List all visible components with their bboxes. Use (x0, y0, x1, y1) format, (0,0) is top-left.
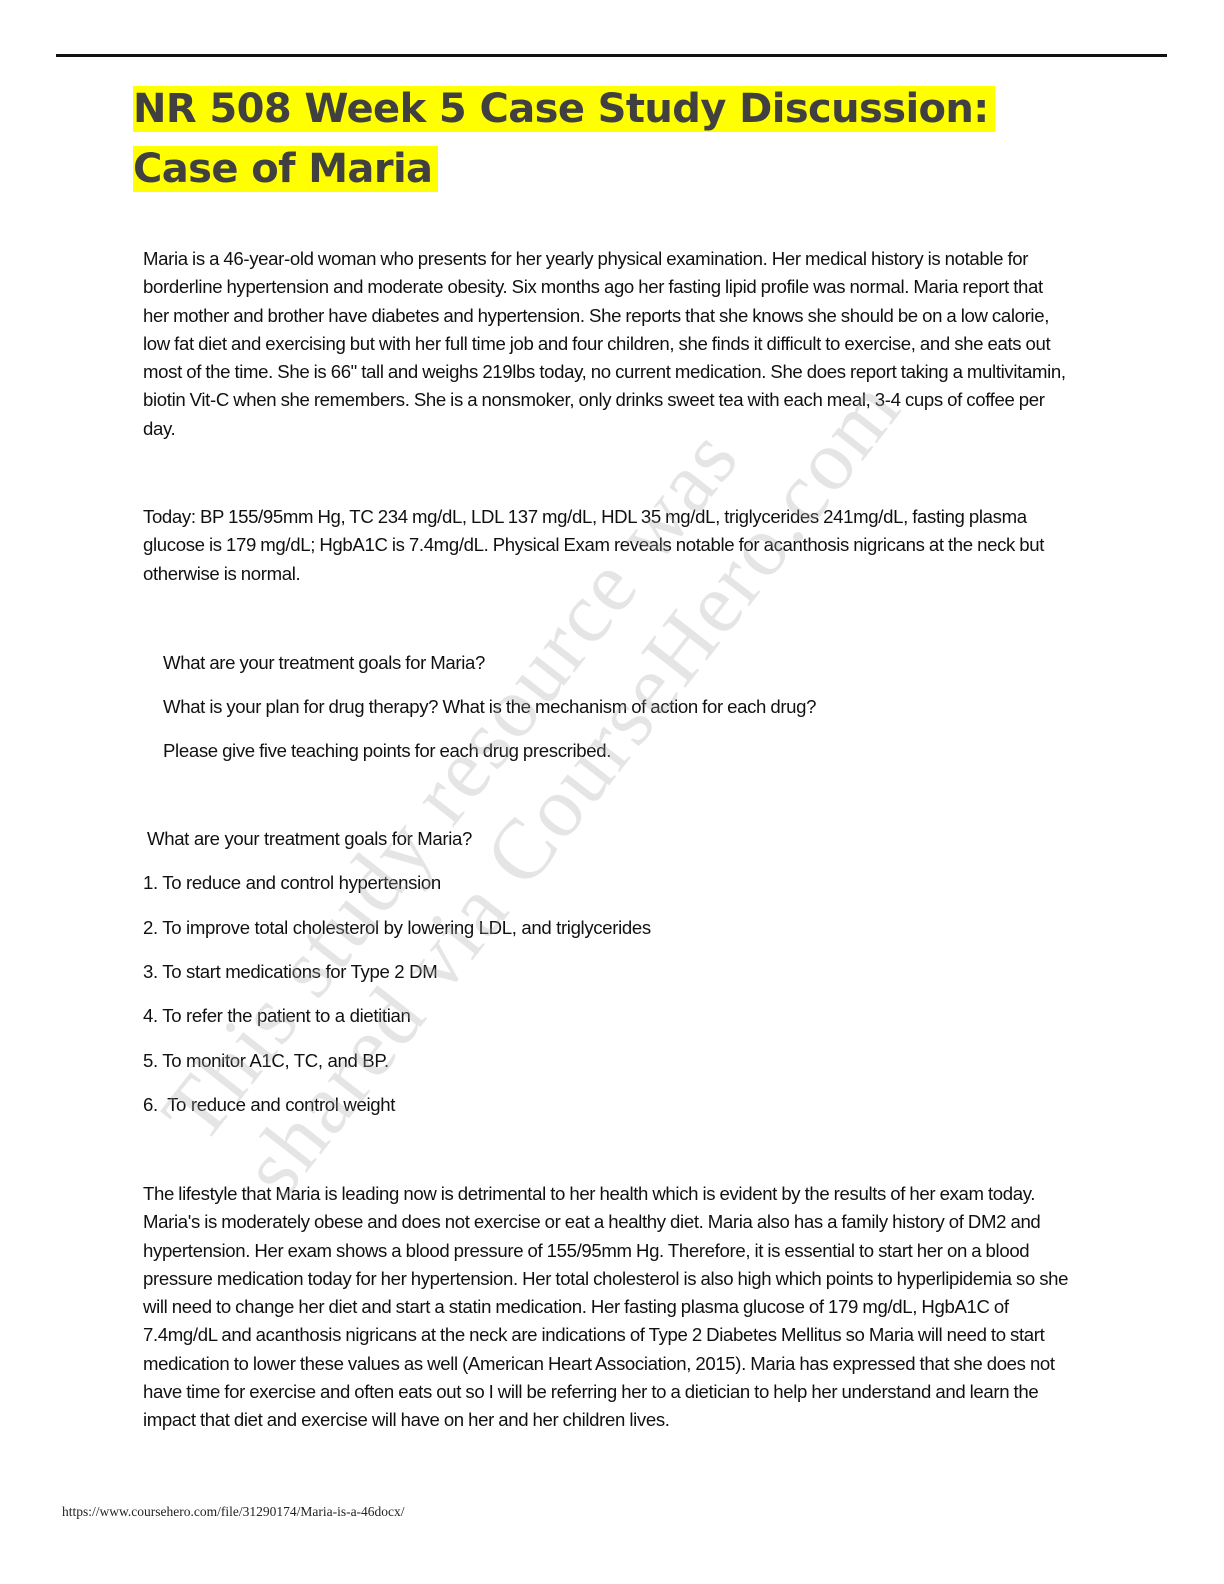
goals-heading: What are your treatment goals for Maria? (147, 828, 472, 849)
page-title-text: NR 508 Week 5 Case Study Discussion: Cas… (133, 86, 995, 192)
watermark-line-2: shared via CourseHero.com (222, 360, 919, 1214)
lab-results-paragraph: Today: BP 155/95mm Hg, TC 234 mg/dL, LDL… (143, 506, 1045, 584)
discussion-paragraph: The lifestyle that Maria is leading now … (143, 1183, 1069, 1431)
goal-item: 1. To reduce and control hypertension (143, 872, 441, 893)
goal-item: 2. To improve total cholesterol by lower… (143, 917, 651, 938)
goal-item: 5. To monitor A1C, TC, and BP. (143, 1050, 389, 1071)
top-divider (56, 54, 1167, 57)
page-title: NR 508 Week 5 Case Study Discussion: Cas… (133, 79, 1063, 199)
question-treatment-goals: What are your treatment goals for Maria? (163, 652, 485, 673)
goal-item: 4. To refer the patient to a dietitian (143, 1005, 411, 1026)
footer-source-url[interactable]: https://www.coursehero.com/file/31290174… (62, 1504, 405, 1519)
case-intro-paragraph: Maria is a 46-year-old woman who present… (143, 248, 1066, 439)
question-drug-therapy: What is your plan for drug therapy? What… (163, 696, 817, 717)
goal-item: 6. To reduce and control weight (143, 1094, 396, 1115)
goal-item: 3. To start medications for Type 2 DM (143, 961, 438, 982)
question-teaching-points: Please give five teaching points for eac… (163, 740, 612, 761)
